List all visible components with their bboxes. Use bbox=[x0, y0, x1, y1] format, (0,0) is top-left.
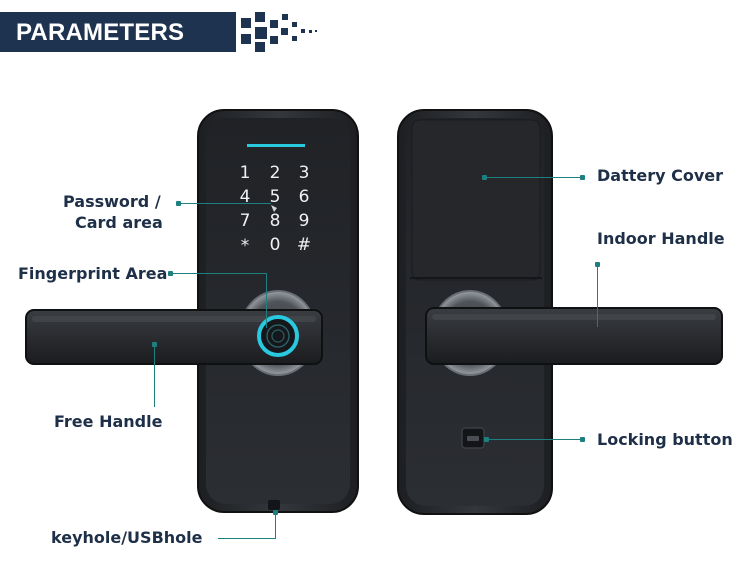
header-banner: PARAMETERS bbox=[0, 12, 236, 52]
label-indoor-handle: Indoor Handle bbox=[597, 229, 725, 248]
label-fingerprint-area: Fingerprint Area bbox=[18, 264, 168, 283]
key-3: 3 bbox=[299, 163, 310, 183]
key-1: 1 bbox=[240, 163, 251, 183]
label-locking-button: Locking button bbox=[597, 430, 733, 449]
label-password-line1: Password / bbox=[63, 192, 161, 211]
key-6: 6 bbox=[299, 187, 310, 207]
key-4: 4 bbox=[240, 187, 251, 207]
front-lock: 1 2 3 4 5 6 7 8 9 * 0 # bbox=[25, 109, 359, 513]
card-icon bbox=[271, 205, 277, 212]
key-hash: # bbox=[297, 235, 311, 255]
key-5: 5 bbox=[270, 187, 281, 207]
label-free-handle: Free Handle bbox=[54, 412, 163, 431]
label-battery-cover: Dattery Cover bbox=[597, 166, 724, 185]
status-led-bar bbox=[247, 144, 305, 147]
key-2: 2 bbox=[270, 163, 281, 183]
keypad-keys: 1 2 3 4 5 6 7 8 9 * 0 # bbox=[240, 163, 312, 256]
label-password-line2: Card area bbox=[75, 213, 163, 232]
key-7: 7 bbox=[240, 211, 251, 231]
page-title: PARAMETERS bbox=[16, 19, 185, 46]
back-lock bbox=[397, 109, 723, 515]
key-8: 8 bbox=[270, 211, 281, 231]
key-0: 0 bbox=[270, 235, 281, 255]
label-keyhole-usbhole: keyhole/USBhole bbox=[51, 528, 203, 547]
fingerprint-sensor bbox=[257, 315, 299, 357]
key-9: 9 bbox=[299, 211, 310, 231]
key-star: * bbox=[241, 236, 250, 256]
